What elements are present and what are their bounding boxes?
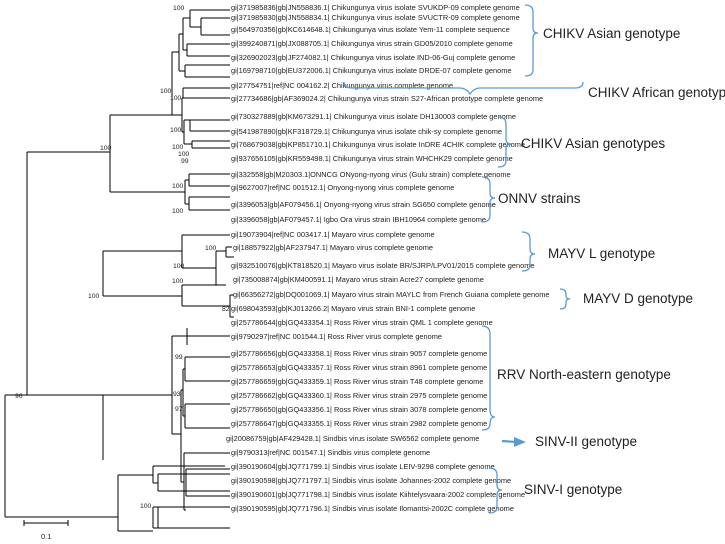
group-label-rrv-north-eastern-genotype: RRV North-eastern genotype xyxy=(497,367,671,382)
bootstrap-value: 100 xyxy=(172,183,184,190)
leaf-label: gi|66356272|gb|DQ001069.1| Mayaro virus … xyxy=(233,290,549,299)
bootstrap-value: 99 xyxy=(181,158,189,165)
group-label-chikv-asian-genotype: CHIKV Asian genotype xyxy=(543,26,680,41)
group-label-sinv-ii-genotype: SINV-II genotype xyxy=(535,434,637,449)
leaf-label: gi|257786647|gb|GQ433355.1| Ross River v… xyxy=(231,419,487,428)
leaf-label: gi|768679038|gb|KP851710.1| Chikungunya … xyxy=(231,140,525,149)
leaf-label: gi|399240871|gb|JX088705.1| Chikungunya … xyxy=(231,39,513,48)
bracket-rrv-north-eastern-genotype xyxy=(481,325,496,431)
leaf-label: gi|9790313|ref|NC 001547.1| Sindbis viru… xyxy=(231,448,430,457)
bracket-chikv-african-genotypes xyxy=(343,81,584,96)
leaf-label: gi|932510076|gb|KT818520.1| Mayaro virus… xyxy=(231,261,535,270)
scale-bar-label: 0.1 xyxy=(41,532,51,541)
leaf-labels: gi|371985836|gb|JN558836.1| Chikungunya … xyxy=(226,3,549,513)
group-label-onnv-strains: ONNV strains xyxy=(498,191,581,206)
bootstrap-value: 100 xyxy=(173,263,185,270)
bracket-chikv-asian-genotypes xyxy=(497,116,512,168)
leaf-label: gi|257786656|gb|GQ433358.1| Ross River v… xyxy=(231,349,487,358)
leaf-label: gi|698043593|gb|KJ013266.2| Mayaro virus… xyxy=(231,304,475,313)
bracket-sinv-i-genotype xyxy=(488,467,503,514)
leaf-label: gi|564970356|gb|KC614648.1| Chikungunya … xyxy=(231,25,510,34)
leaf-label: gi|390190595|gb|JQ771796.1| Sindbis viru… xyxy=(231,504,514,513)
leaf-label: gi|257786650|gb|GQ433356.1| Ross River v… xyxy=(231,405,487,414)
scale-bar-line xyxy=(23,520,69,526)
leaf-label: gi|257786653|gb|GQ433357.1| Ross River v… xyxy=(231,363,487,372)
bootstrap-value: 100 xyxy=(88,293,100,300)
bootstrap-value: 93 xyxy=(173,391,181,398)
leaf-label: gi|19073904|ref|NC 003417.1| Mayaro viru… xyxy=(231,230,435,239)
leaf-label: gi|169798710|gb|EU372006.1| Chikungunya … xyxy=(231,66,512,75)
bootstrap-value: 100 xyxy=(173,5,185,12)
leaf-label: gi|390190598|gb|JQ771797.1| Sindbis viru… xyxy=(231,476,511,485)
leaf-label: gi|326902023|gb|JF274082.1| Chikungunya … xyxy=(231,53,515,62)
leaf-label: gi|735008874|gb|KM400591.1| Mayaro virus… xyxy=(233,275,484,284)
arrow-sinv-ii-genotype xyxy=(501,439,517,444)
leaf-label: gi|332558|gb|M20303.1|ONNCG ONyong-nyong… xyxy=(231,170,511,179)
bootstrap-values: 100 100 100 100 100 100 99 100 100 100 1… xyxy=(15,5,230,510)
leaf-label: gi|9627007|ref|NC 001512.1| Onyong-nyong… xyxy=(231,183,454,192)
bootstrap-value: 96 xyxy=(15,393,23,400)
leaf-label: gi|390190604|gb|JQ771799.1| Sindbis viru… xyxy=(231,462,495,471)
bootstrap-value: 99 xyxy=(175,354,183,361)
group-label-mayv-l-genotype: MAYV L genotype xyxy=(548,246,655,261)
bootstrap-value: 100 xyxy=(140,503,152,510)
leaf-label: gi|257786662|gb|GQ433360.1| Ross River v… xyxy=(231,391,487,400)
bootstrap-value: 100 xyxy=(172,208,184,215)
leaf-label: gi|371985836|gb|JN558836.1| Chikungunya … xyxy=(231,3,520,12)
leaf-label: gi|390190601|gb|JQ771798.1| Sindbis viru… xyxy=(231,490,525,499)
group-label-sinv-i-genotype: SINV-I genotype xyxy=(524,482,622,497)
bracket-mayv-l-genotype xyxy=(521,231,536,272)
bootstrap-value: 100 xyxy=(170,95,182,102)
group-label-chikv-african-genotypes: CHIKV African genotypes xyxy=(588,85,725,100)
leaf-label: gi|9790297|ref|NC 001544.1| Ross River v… xyxy=(231,332,442,341)
bootstrap-value: 82 xyxy=(222,306,230,313)
tree-branches xyxy=(4,9,234,532)
leaf-label: gi|18857922|gb|AF237947.1| Mayaro virus … xyxy=(233,243,433,252)
leaf-label: gi|27754751|ref|NC 004162.2| Chikungunya… xyxy=(231,81,453,90)
leaf-label: gi|371985830|gb|JN558834.1| Chikungunya … xyxy=(231,13,520,22)
leaf-label: gi|541987890|gb|KF318729.1| Chikungunya … xyxy=(231,127,502,136)
bootstrap-value: 100 xyxy=(160,88,172,95)
leaf-label: gi|730327889|gb|KM673291.1| Chikungunya … xyxy=(231,112,516,121)
bracket-mayv-d-genotype xyxy=(559,288,571,310)
leaf-label: gi|3396053|gb|AF079456.1| Onyong-nyong v… xyxy=(231,200,496,209)
bootstrap-value: 100 xyxy=(172,144,184,151)
arrowhead-sinv-ii-genotype xyxy=(514,437,526,447)
bootstrap-value: 100 xyxy=(170,127,182,134)
group-annotations: CHIKV Asian genotype CHIKV African genot… xyxy=(343,4,725,514)
bracket-chikv-asian-genotype xyxy=(524,4,539,77)
bootstrap-value: 97 xyxy=(175,406,183,413)
leaf-label: gi|257786659|gb|GQ433359.1| Ross River v… xyxy=(231,377,483,386)
scale-bar: 0.1 xyxy=(23,520,69,541)
leaf-label: gi|257786644|gb|GQ433354.1| Ross River v… xyxy=(231,318,493,327)
bootstrap-value: 100 xyxy=(205,245,217,252)
leaf-label: gi|20086759|gb|AF429428.1| Sindbis virus… xyxy=(226,434,479,443)
leaf-label: gi|937656105|gb|KR559498.1| Chikungunya … xyxy=(231,154,513,163)
bootstrap-value: 100 xyxy=(100,145,112,152)
bracket-onnv-strains xyxy=(481,176,496,223)
group-label-mayv-d-genotype: MAYV D genotype xyxy=(583,291,693,306)
bootstrap-value: 100 xyxy=(172,278,184,285)
group-label-chikv-asian-genotypes: CHIKV Asian genotypes xyxy=(521,136,665,151)
leaf-label: gi|27734686|gb|AF369024.2| Chikungunya v… xyxy=(231,94,543,103)
leaf-label: gi|3396058|gb|AF079457.1| Igbo Ora virus… xyxy=(231,215,486,224)
bootstrap-value: 100 xyxy=(178,151,190,158)
